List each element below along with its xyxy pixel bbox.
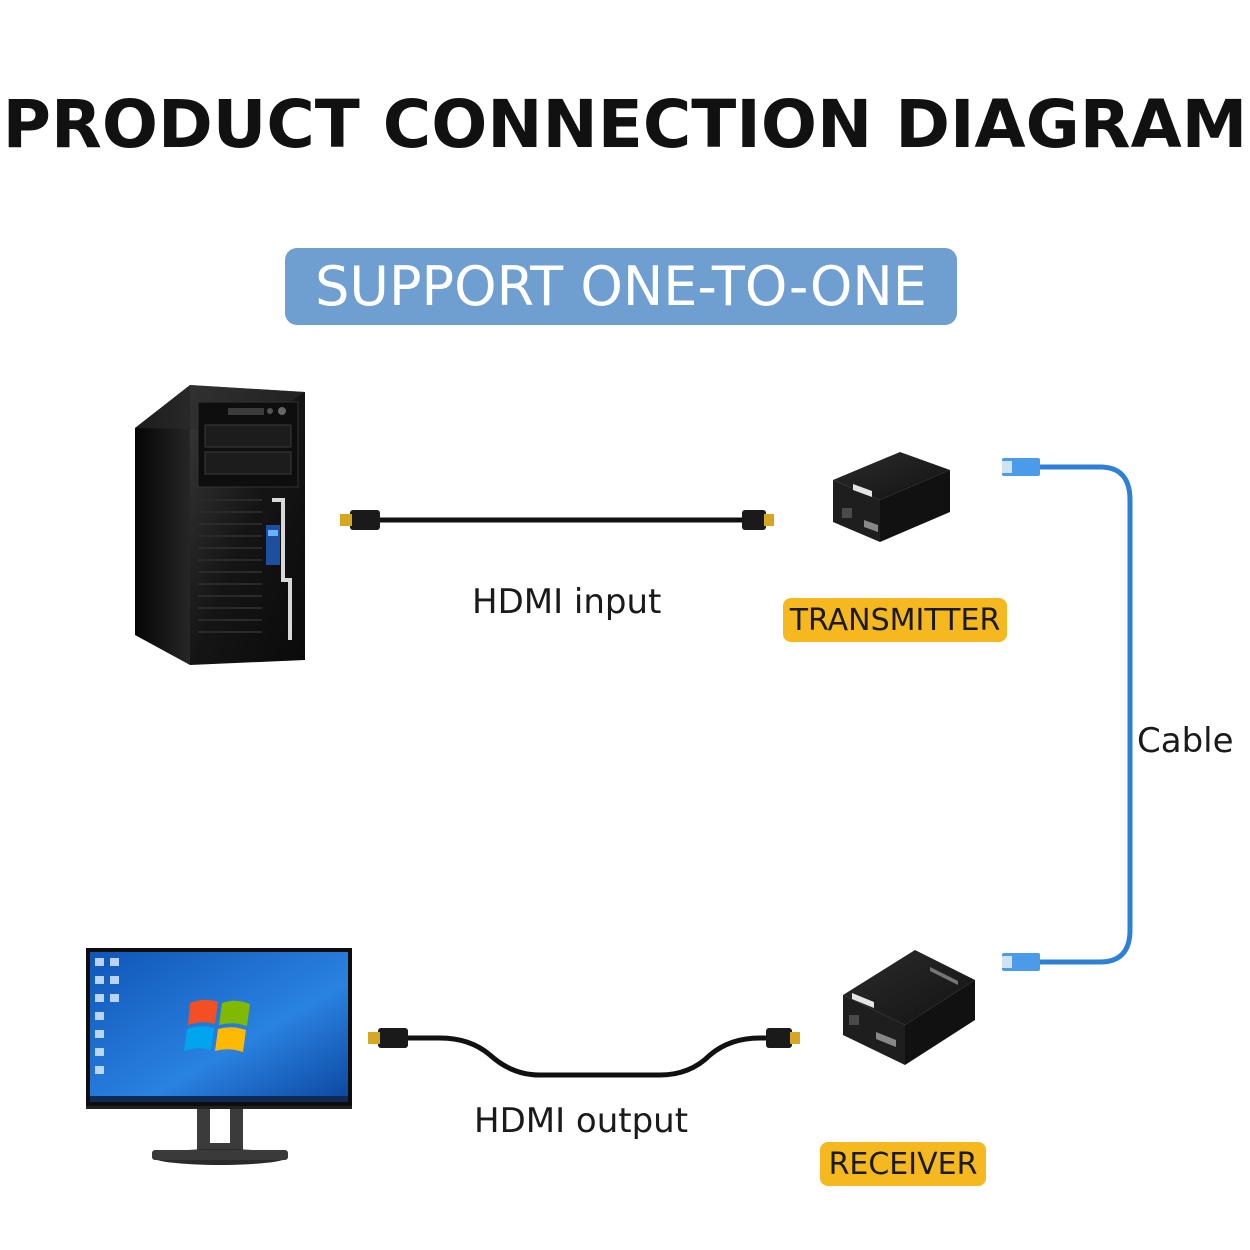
hdmi-input-cable (340, 510, 774, 530)
windows-logo-icon (184, 999, 250, 1052)
transmitter-device (833, 452, 950, 542)
transmitter-tag: TRANSMITTER (783, 598, 1007, 642)
hdmi-input-label: HDMI input (472, 582, 662, 622)
receiver-tag: RECEIVER (820, 1142, 986, 1186)
cable-label: Cable (1137, 721, 1234, 761)
receiver-device (843, 950, 975, 1065)
page-title: PRODUCT CONNECTION DIAGRAM (2, 86, 1248, 163)
monitor-icon (86, 948, 352, 1165)
ethernet-cable (1002, 458, 1133, 971)
receiver-label: RECEIVER (828, 1146, 978, 1182)
transmitter-label: TRANSMITTER (789, 602, 1001, 638)
hdmi-output-cable (368, 1028, 800, 1078)
subtitle-text: SUPPORT ONE-TO-ONE (315, 255, 927, 318)
hdmi-output-label: HDMI output (474, 1101, 689, 1141)
desktop-tower-icon (135, 385, 305, 665)
subtitle-badge: SUPPORT ONE-TO-ONE (285, 248, 957, 325)
